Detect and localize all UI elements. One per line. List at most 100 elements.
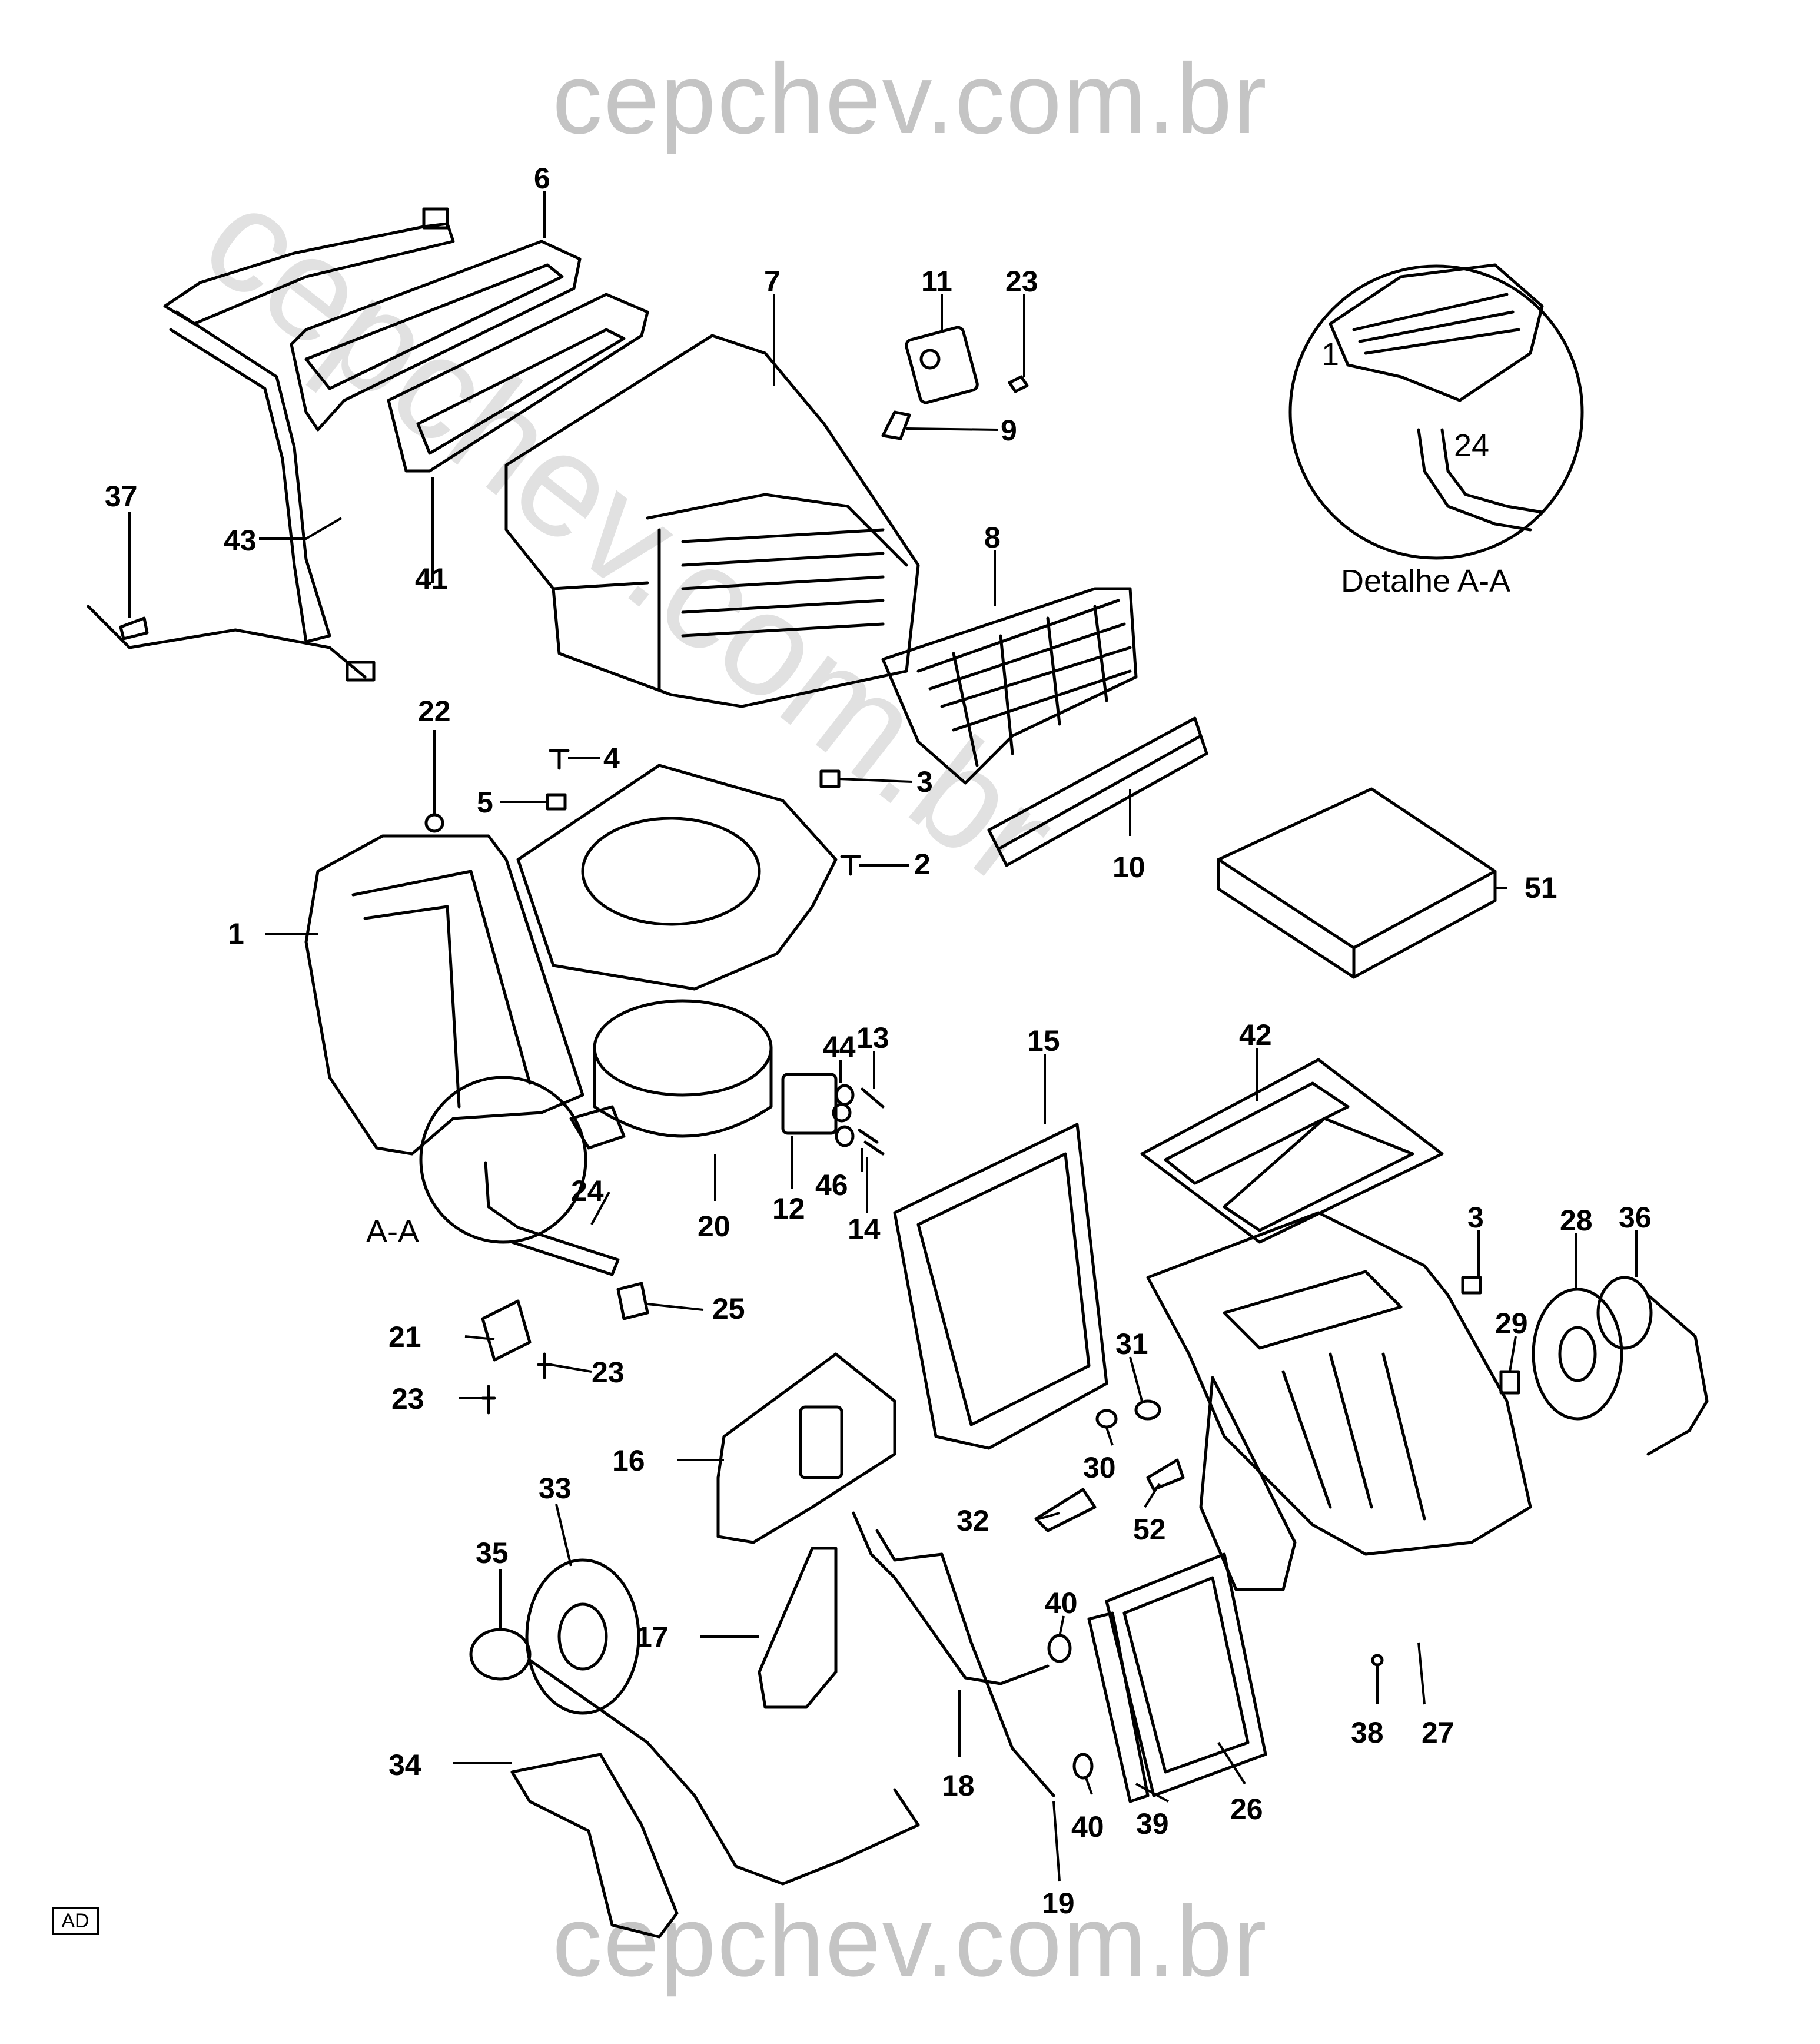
callout-28: 28 (1560, 1204, 1593, 1237)
part-23-screw-low (481, 1385, 496, 1415)
callout-25: 25 (712, 1292, 745, 1325)
blower-housing (516, 764, 838, 991)
callout-5: 5 (477, 786, 493, 819)
callout-38: 38 (1351, 1716, 1384, 1749)
callout-14: 14 (848, 1213, 881, 1246)
leader-lines (128, 191, 1638, 1882)
part-40-clamp-top (1047, 1634, 1072, 1663)
callout-1: 1 (228, 917, 244, 950)
callout-24: 24 (571, 1174, 604, 1207)
part-21-resistor (481, 1299, 532, 1362)
part-38-screw (1371, 1654, 1384, 1667)
callout-20: 20 (698, 1210, 730, 1243)
part-16-plate (716, 1352, 896, 1544)
callout-22: 22 (418, 695, 451, 728)
part-22-nut (424, 813, 444, 833)
callout-13: 13 (856, 1021, 889, 1054)
callout-11: 11 (921, 265, 952, 298)
callout-23b: 23 (592, 1356, 625, 1389)
part-37-connector (119, 616, 149, 641)
callout-18: 18 (942, 1769, 975, 1802)
callout-41: 41 (415, 562, 448, 595)
callout-52: 52 (1133, 1513, 1166, 1546)
callout-32: 32 (957, 1504, 989, 1537)
callout-3b: 3 (1467, 1201, 1484, 1234)
callout-8: 8 (984, 521, 1001, 554)
part-6-gasket (290, 240, 582, 432)
part-27-main-case (1146, 1211, 1532, 1591)
detail-caption: Detalhe A-A (1341, 563, 1510, 599)
part-11-actuator (905, 326, 979, 404)
callout-26: 26 (1230, 1793, 1263, 1826)
detail-label-1: 1 (1321, 337, 1339, 372)
part-41-frame (387, 293, 649, 473)
callout-46: 46 (815, 1169, 848, 1202)
part-23-screw-mid (537, 1352, 552, 1379)
part-40-clamp-bottom (1072, 1753, 1094, 1780)
part-9-clip (881, 410, 911, 440)
part-34-duct (510, 1753, 679, 1939)
part-42-frame (1140, 1058, 1444, 1244)
callout-6: 6 (534, 162, 550, 195)
callout-40b: 40 (1071, 1810, 1104, 1843)
part-30-clip (1095, 1409, 1118, 1429)
callout-29: 29 (1495, 1307, 1528, 1340)
callout-4: 4 (603, 742, 620, 775)
watermark-top: cepchev.com.br (552, 43, 1268, 155)
part-8-grille (881, 587, 1138, 785)
part-18-pipe (852, 1511, 1055, 1797)
watermark-bottom: cepchev.com.br (552, 1886, 1268, 1997)
part-36-actuator (1596, 1276, 1709, 1456)
part-13-pin (861, 1087, 885, 1109)
callout-35: 35 (476, 1537, 509, 1570)
callout-40a: 40 (1045, 1587, 1078, 1620)
callout-44: 44 (823, 1030, 856, 1063)
part-15-evaporator (893, 1123, 1108, 1450)
callout-36: 36 (1619, 1201, 1652, 1234)
part-51-cabin-filter (1217, 787, 1497, 979)
part-5-clip (546, 793, 567, 811)
part-29-clip (1499, 1370, 1520, 1395)
callout-23a: 23 (1005, 265, 1038, 298)
callout-3a: 3 (916, 765, 933, 798)
part-14-pins (858, 1129, 885, 1156)
callout-10: 10 (1112, 851, 1145, 884)
callout-17: 17 (636, 1621, 669, 1654)
callout-51: 51 (1525, 871, 1557, 904)
callout-39: 39 (1136, 1807, 1169, 1840)
part-3-clip-right (1461, 1276, 1482, 1295)
part-20-blower-motor (569, 999, 773, 1150)
part-28-fan (1532, 1288, 1623, 1421)
part-39-seal (1087, 1611, 1150, 1803)
part-1-lower-housing (304, 834, 584, 1156)
part-7-upper-housing (504, 334, 920, 708)
part-26-heater-core (1105, 1552, 1267, 1797)
part-44-oring (835, 1084, 855, 1106)
callout-27: 27 (1422, 1716, 1454, 1749)
callout-33: 33 (539, 1472, 572, 1505)
callout-37: 37 (105, 480, 138, 513)
detail-a-a (1288, 263, 1584, 560)
part-25-sensor (616, 1282, 649, 1320)
section-label: A-A (366, 1214, 419, 1249)
callout-7: 7 (764, 265, 781, 298)
part-2-screw (840, 855, 861, 876)
callout-34: 34 (388, 1748, 421, 1781)
part-46-oring (835, 1125, 855, 1147)
part-52-sensor (1146, 1458, 1185, 1491)
callout-42: 42 (1239, 1018, 1272, 1051)
callout-21: 21 (388, 1320, 421, 1353)
callout-9: 9 (1001, 414, 1017, 447)
part-43-wiring-harness (87, 207, 455, 682)
callout-19: 19 (1042, 1887, 1075, 1920)
figure-code: AD (52, 1907, 99, 1934)
detail-label-24: 24 (1454, 428, 1489, 463)
callout-30: 30 (1083, 1451, 1116, 1484)
part-32-sensor (1034, 1488, 1097, 1532)
part-10-filter-strip (987, 716, 1208, 867)
callout-12: 12 (772, 1192, 805, 1225)
callout-labels: 1 2 3 3 4 5 6 7 8 9 10 11 12 13 14 15 16… (105, 162, 1652, 1920)
callout-31: 31 (1115, 1328, 1148, 1361)
section-a-a (419, 1076, 620, 1276)
part-35-motor (469, 1628, 920, 1886)
